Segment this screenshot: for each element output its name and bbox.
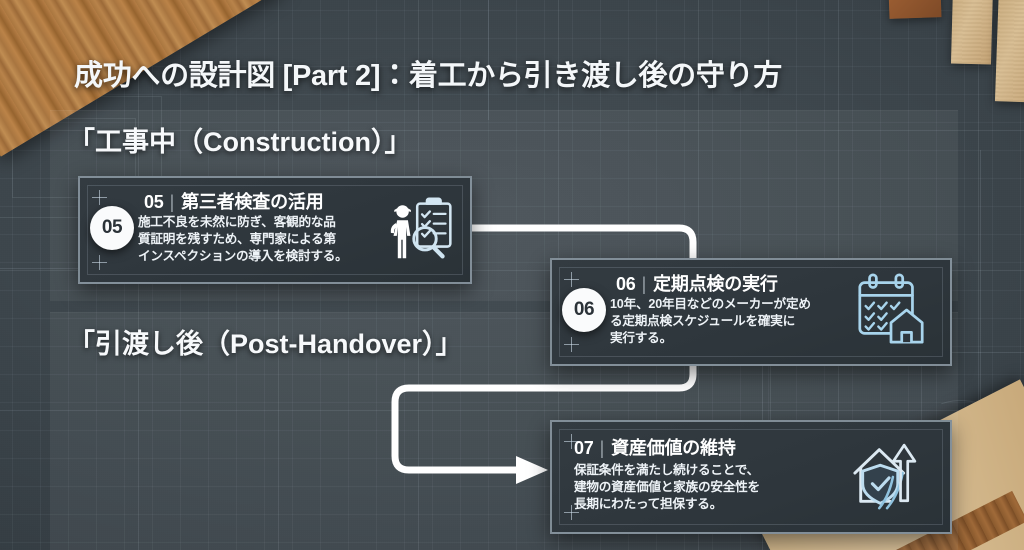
step-card-06[interactable]: 06|定期点検の実行 10年、20年目などのメーカーが定め る定期点検スケジュー… [550,258,952,366]
card-body-line: 実行する。 [610,331,672,345]
corner-crosshair-bl [564,337,579,352]
cardboard-strip-top-right-1 [950,0,994,65]
corner-crosshair-bl [92,255,107,270]
card-body-05: 施工不良を未然に防ぎ、客観的な品 質証明を残すため、専門家による第 インスペクシ… [138,214,390,265]
heading-divider: | [169,192,175,212]
card-number-06: 06 [616,274,636,294]
corner-crosshair-tl [92,190,107,205]
card-body-line: る定期点検スケジュールを確実に [610,314,796,328]
corner-crosshair-tl [564,272,579,287]
card-body-line: 10年、20年目などのメーカーが定め [610,297,811,311]
card-body-line: 長期にわたって担保する。 [574,497,723,511]
step-badge-06: 06 [562,288,606,332]
heading-divider: | [599,438,605,458]
card-title-07: 資産価値の維持 [611,438,736,458]
house-shield-growth-arrow-icon [853,443,917,510]
card-title-05: 第三者検査の活用 [181,192,324,212]
heading-divider: | [641,274,647,294]
card-heading-06: 06| 定期点検の実行 [616,270,778,296]
blueprint-rect-b [12,118,136,198]
calendar-house-check-icon [858,273,924,344]
card-body-line: 質証明を残すため、専門家による第 [138,232,336,246]
card-number-05: 05 [144,192,164,212]
inspector-clipboard-magnifier-icon [390,197,452,259]
card-body-line: 保証条件を満たし続けることで、 [574,463,760,477]
card-body-07: 保証条件を満たし続けることで、 建物の資産価値と家族の安全性を 長期にわたって担… [574,462,836,513]
card-heading-05: 05| 第三者検査の活用 [144,188,324,214]
blueprint-line-e [980,150,981,550]
step-card-05[interactable]: 05|第三者検査の活用 施工不良を未然に防ぎ、客観的な品 質証明を残すため、専門… [78,176,472,284]
step-card-07[interactable]: 07| 資産価値の維持 保証条件を満たし続けることで、 建物の資産価値と家族の安全… [550,420,952,534]
card-title-06: 定期点検の実行 [653,274,778,294]
cardboard-strip-top-right-2 [994,0,1024,103]
section-title-post-handover: 「引渡し後（Post-Handover）」 [68,329,463,359]
card-heading-07: 07| 資産価値の維持 [574,434,736,460]
card-body-line: インスペクションの導入を検討する。 [138,249,348,263]
page-title: 成功への設計図 [Part 2]：着工から引き渡し後の守り方 [74,60,782,92]
card-number-07: 07 [574,438,594,458]
section-title-construction: 「工事中（Construction）」 [68,127,412,157]
blueprint-line-b [488,0,489,120]
card-body-06: 10年、20年目などのメーカーが定め る定期点検スケジュールを確実に 実行する。 [610,296,860,347]
card-body-line: 施工不良を未然に防ぎ、客観的な品 [138,215,336,229]
card-body-line: 建物の資産価値と家族の安全性を [574,480,760,494]
step-badge-05: 05 [90,206,134,250]
rust-strip-top-right [888,0,942,19]
